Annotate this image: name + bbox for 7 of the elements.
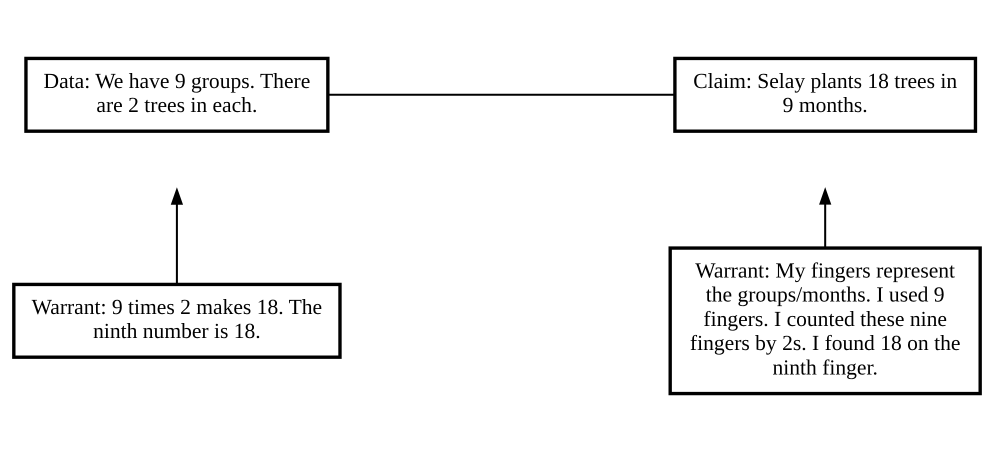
arrow xyxy=(819,186,832,248)
node-box: Data: We have 9 groups. There are 2 trees in each. xyxy=(24,56,330,132)
arrow xyxy=(170,186,184,284)
node-box: Warrant: 9 times 2 makes 18. The ninth number is 18. xyxy=(12,282,342,358)
connector xyxy=(328,93,675,96)
node-box: Warrant: My fingers represent the groups/months. I used 9 fingers. I counted these nine fingers by 2s. I found 18 on the ninth finger. xyxy=(668,246,982,395)
node-box: Claim: Selay plants 18 trees in 9 months. xyxy=(673,56,978,132)
